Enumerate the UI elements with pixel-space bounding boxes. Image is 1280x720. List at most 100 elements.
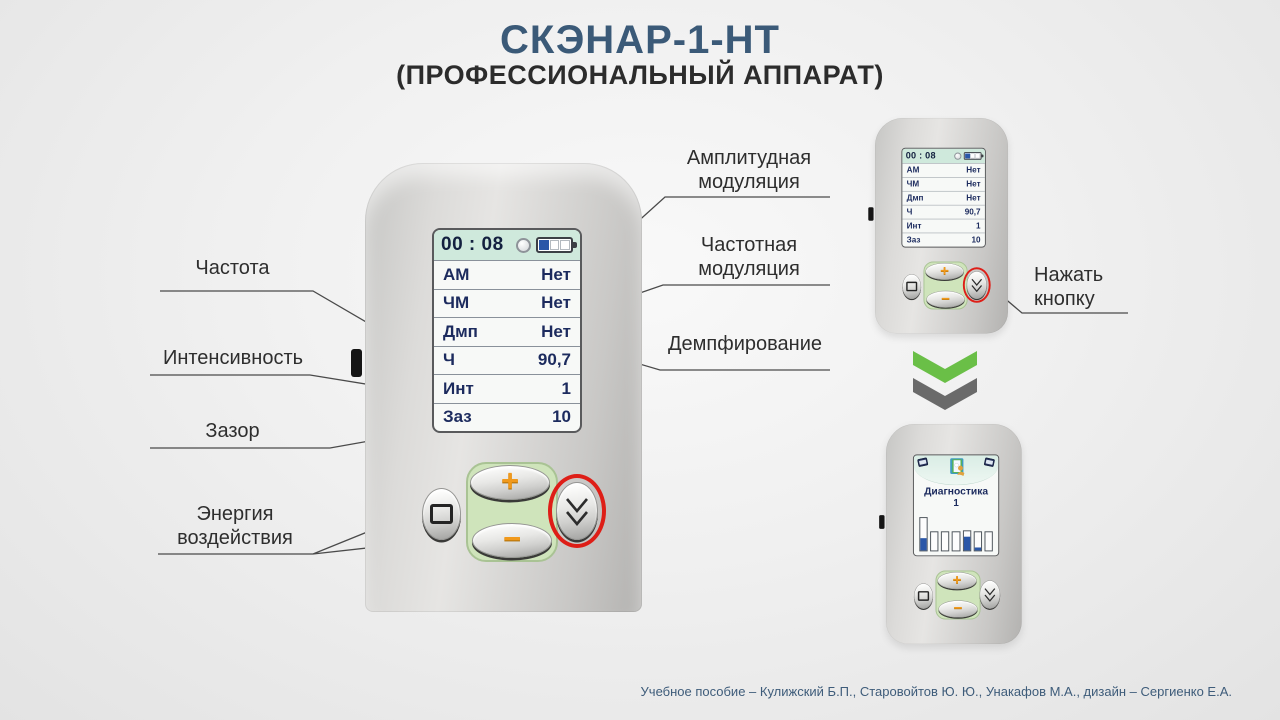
- set-button[interactable]: [556, 482, 598, 540]
- set-button[interactable]: [979, 580, 1001, 609]
- indicator-light-icon: [954, 152, 962, 160]
- param-value: Нет: [966, 165, 981, 175]
- param-value: Нет: [541, 293, 571, 313]
- param-value: 1: [976, 221, 981, 231]
- param-row-chm: ЧМ Нет: [434, 288, 580, 318]
- param-row-am: АМ Нет: [434, 260, 580, 289]
- battery-icon: [963, 152, 984, 160]
- param-label: Заз: [443, 407, 472, 427]
- param-label: Ч: [443, 350, 455, 370]
- step-arrow-icon: [913, 351, 977, 410]
- callout-gap: Зазор: [205, 420, 260, 442]
- double-chevron-down-icon: [984, 588, 996, 602]
- screen-header: 00 : 08: [434, 230, 580, 260]
- param-row-zaz: Заз 10: [902, 232, 985, 247]
- chart-bar: [984, 531, 993, 552]
- param-row-ch: Ч 90,7: [434, 345, 580, 375]
- side-button[interactable]: [351, 349, 362, 377]
- mode-button[interactable]: [422, 488, 461, 540]
- param-label: Ч: [906, 207, 913, 217]
- callout-damping: Демпфирование: [668, 333, 822, 355]
- param-value: 90,7: [964, 207, 981, 217]
- side-button[interactable]: [879, 515, 885, 529]
- param-value: 1: [561, 378, 571, 398]
- scenar-device-step2: Диагностика 1 + −: [879, 424, 1022, 645]
- increase-button[interactable]: +: [937, 570, 977, 590]
- param-value: 90,7: [537, 350, 571, 370]
- param-value: Нет: [966, 193, 981, 203]
- callout-intensity: Интенсивность: [162, 347, 304, 369]
- decrease-button[interactable]: −: [926, 289, 965, 308]
- diagnostics-book-icon: [950, 458, 965, 476]
- chart-bar: [951, 531, 961, 552]
- param-label: Дмп: [443, 321, 478, 341]
- callout-energy: Энергия воздействия: [177, 503, 293, 549]
- callout-frequency-modulation: Частотная модуляция: [698, 234, 800, 280]
- param-value: Нет: [541, 321, 571, 341]
- chart-bar: [973, 531, 982, 552]
- page-subtitle: (ПРОФЕССИОНАЛЬНЫЙ АППАРАТ): [396, 60, 884, 90]
- chart-bar: [930, 531, 939, 552]
- param-row-dmp: Дмп Нет: [434, 317, 580, 346]
- plus-icon: +: [952, 570, 962, 588]
- param-label: ЧМ: [443, 293, 470, 313]
- chart-bar: [919, 517, 928, 552]
- diagnostics-title: Диагностика: [924, 485, 989, 498]
- minus-icon: −: [941, 289, 950, 307]
- battery-icon: [536, 237, 577, 253]
- indicator-light-icon: [516, 237, 531, 253]
- param-value: Нет: [966, 179, 981, 189]
- menu-band: [913, 455, 999, 486]
- param-row-dmp: Дмп Нет: [902, 190, 985, 205]
- increase-button[interactable]: +: [925, 261, 964, 280]
- param-value: 10: [552, 407, 571, 427]
- screen-header: 00 : 08: [902, 148, 985, 164]
- square-icon: [917, 591, 930, 601]
- param-value: Нет: [541, 264, 571, 284]
- chart-bar: [962, 530, 972, 552]
- plus-icon: +: [500, 462, 520, 498]
- side-button[interactable]: [868, 207, 874, 221]
- menu-widget-right-icon: [983, 457, 995, 468]
- param-label: Заз: [906, 235, 921, 245]
- mode-button[interactable]: [913, 583, 934, 609]
- page-title: СКЭНАР-1-НТ: [500, 18, 780, 62]
- param-row-chm: ЧМ Нет: [902, 177, 985, 191]
- highlight-ring: [962, 267, 991, 303]
- param-row-ch: Ч 90,7: [902, 204, 985, 219]
- decrease-button[interactable]: −: [938, 599, 978, 618]
- timer-value: 00 : 08: [905, 150, 936, 161]
- callout-amplitude-modulation: Амплитудная модуляция: [686, 147, 812, 193]
- param-value: 10: [971, 235, 981, 245]
- param-label: Дмп: [906, 193, 924, 203]
- diagnostics-bar-chart: [919, 517, 993, 552]
- diagnostics-screen: Диагностика 1: [912, 454, 1000, 557]
- minus-icon: −: [953, 599, 963, 617]
- square-icon: [906, 281, 918, 292]
- double-chevron-down-icon: [971, 278, 983, 293]
- diagnostics-number: 1: [953, 497, 959, 509]
- increase-button[interactable]: +: [470, 465, 550, 500]
- plus-icon: +: [940, 261, 949, 279]
- decrease-button[interactable]: −: [472, 523, 552, 558]
- param-label: АМ: [443, 264, 470, 284]
- square-icon: [430, 504, 453, 524]
- callout-press-button: Нажать кнопку: [1034, 264, 1104, 310]
- timer-value: 00 : 08: [441, 234, 504, 255]
- menu-widget-left-icon: [917, 457, 929, 468]
- param-label: ЧМ: [906, 179, 920, 189]
- chart-bar: [941, 531, 950, 552]
- set-button[interactable]: [966, 271, 987, 299]
- double-chevron-down-icon: [566, 498, 588, 526]
- mode-button[interactable]: [902, 274, 922, 299]
- highlight-ring: [548, 474, 606, 548]
